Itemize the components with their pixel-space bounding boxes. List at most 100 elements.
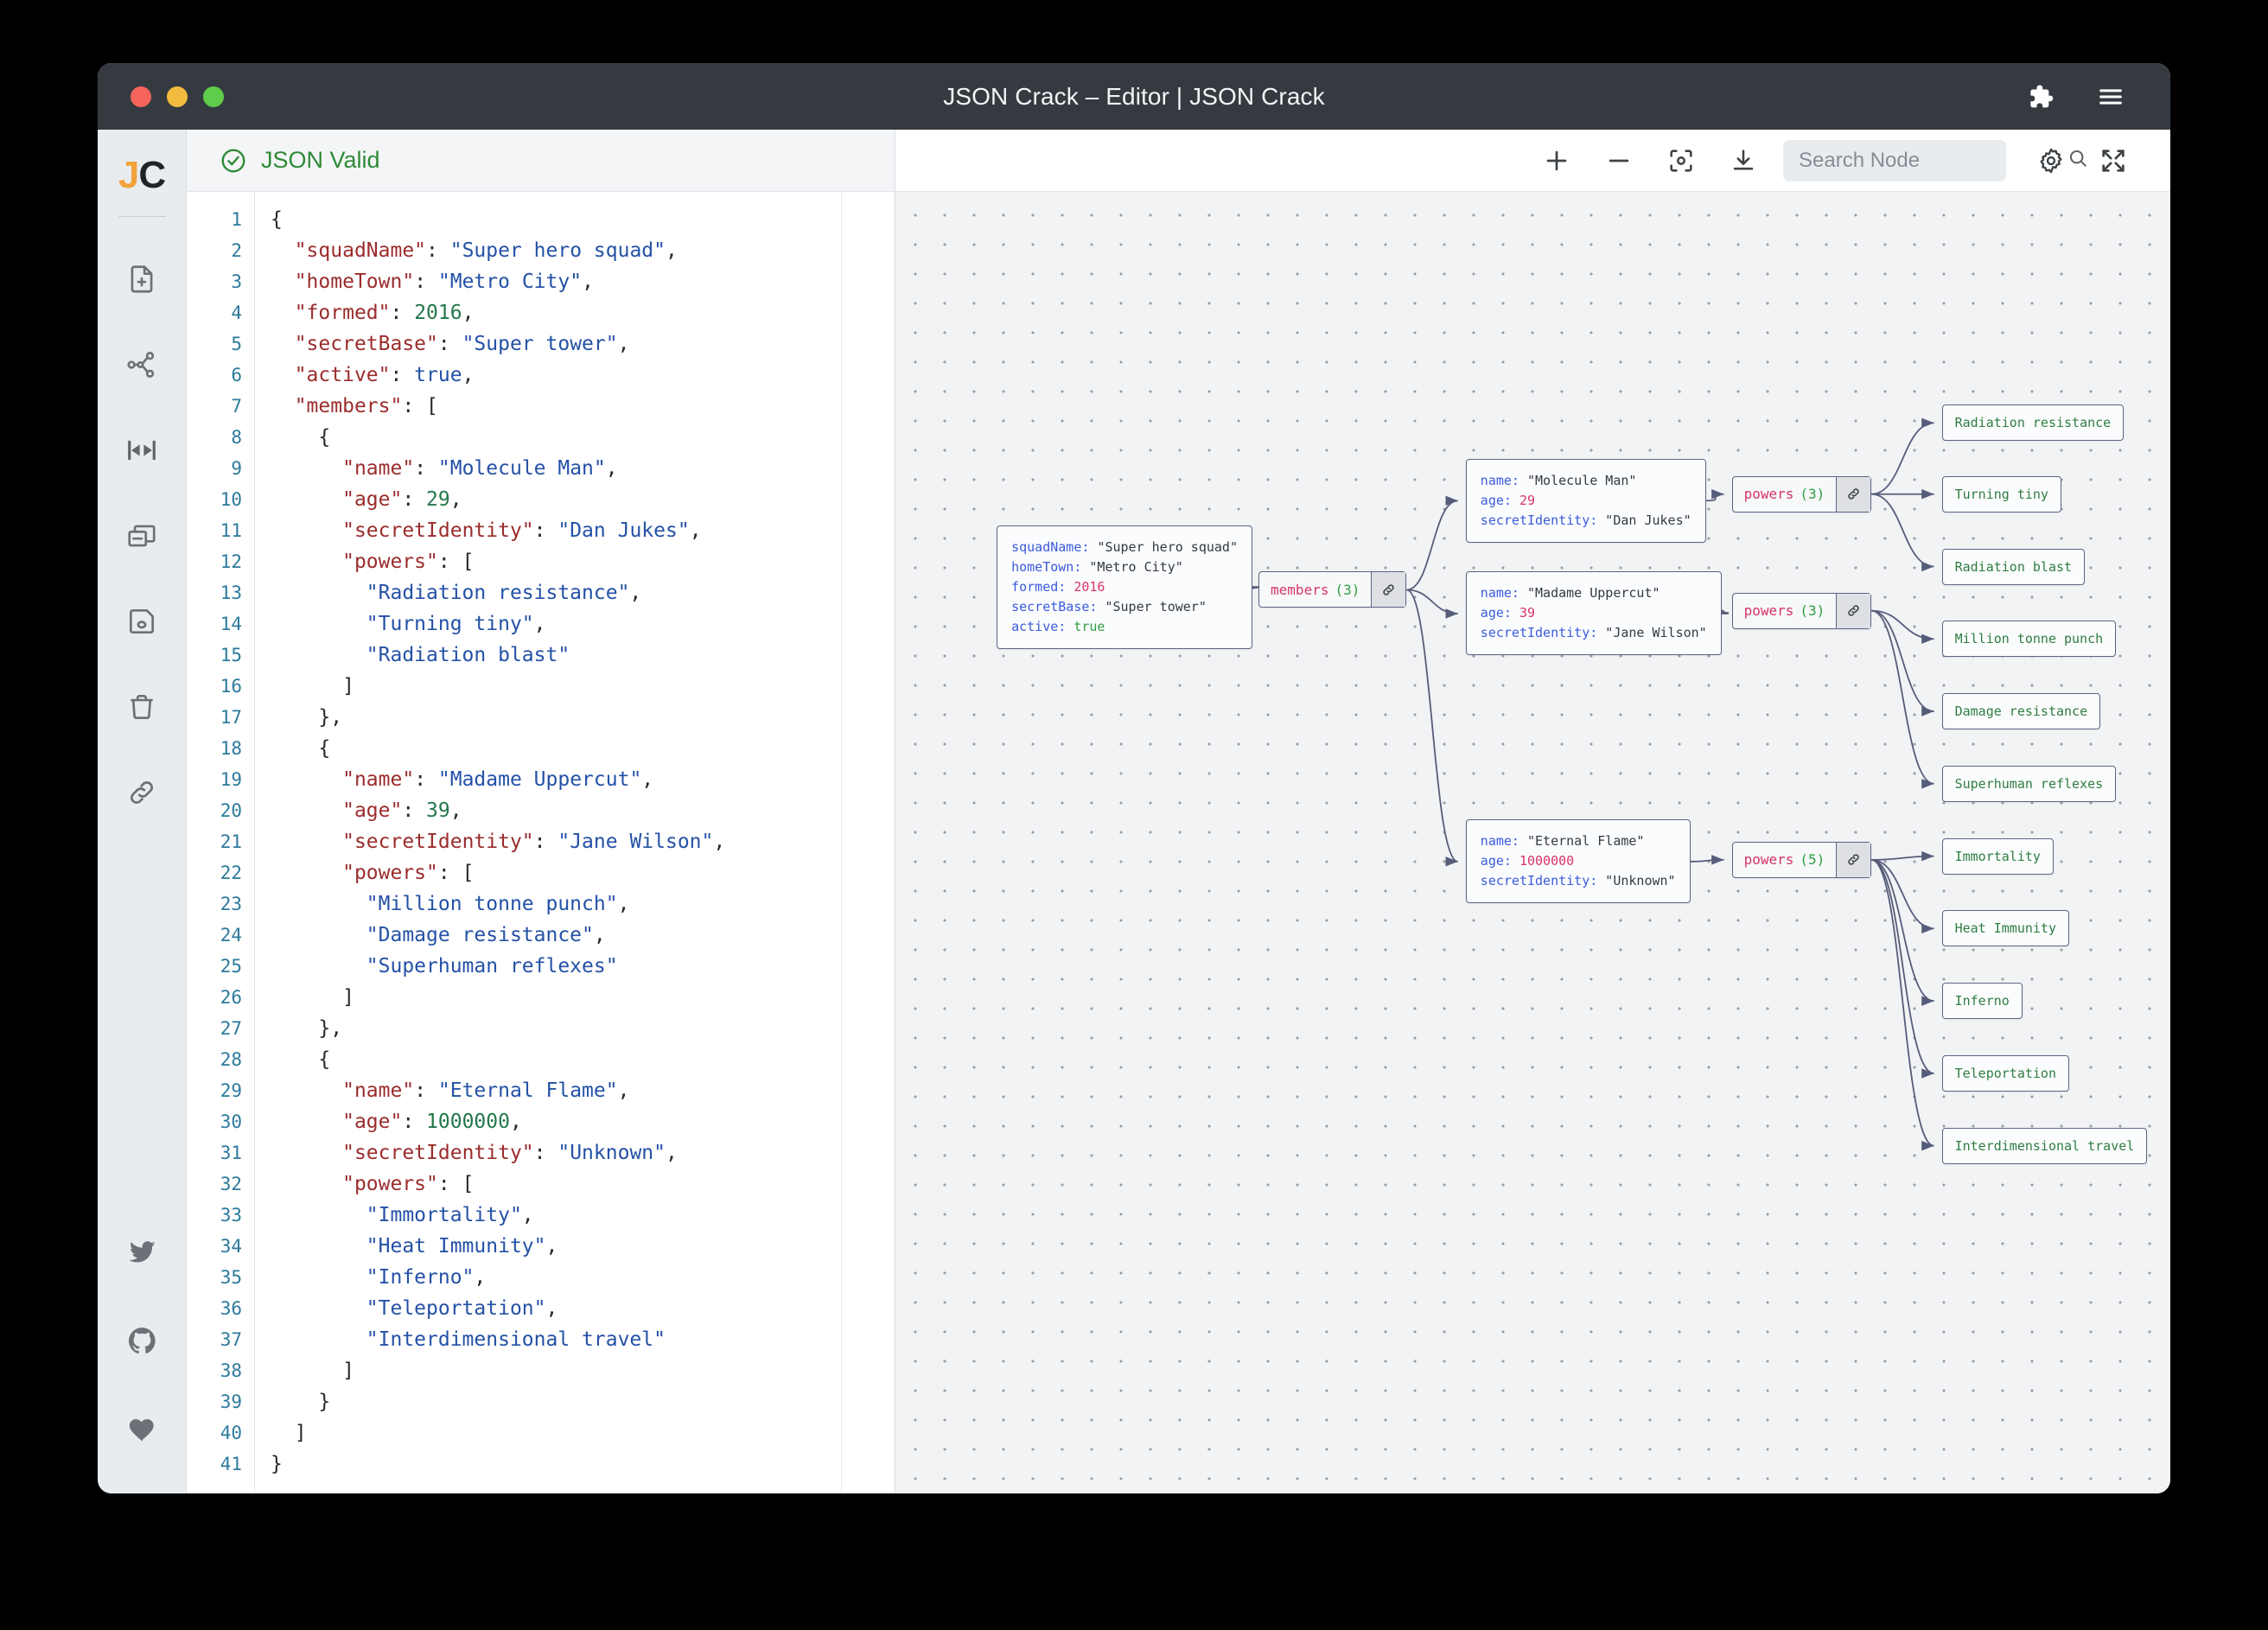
code-token bbox=[271, 1266, 366, 1289]
graph-node-leaf[interactable]: Inferno bbox=[1942, 983, 2023, 1019]
graph-node-object[interactable]: name: "Molecule Man"age: 29secretIdentit… bbox=[1466, 459, 1706, 543]
zoom-in-button[interactable] bbox=[1526, 130, 1588, 192]
graph-node-leaf[interactable]: Interdimensional travel bbox=[1942, 1128, 2148, 1164]
graph-node-object[interactable]: name: "Eternal Flame"age: 1000000secretI… bbox=[1466, 819, 1691, 903]
graph-node-leaf[interactable]: Damage resistance bbox=[1942, 693, 2101, 729]
sidebar-item-share-graph[interactable] bbox=[98, 322, 187, 407]
hamburger-menu-icon[interactable] bbox=[2096, 82, 2125, 111]
code-line: "Teleportation", bbox=[271, 1293, 841, 1324]
graph-edge bbox=[1706, 494, 1724, 501]
search-node-box[interactable] bbox=[1783, 140, 2006, 181]
expand-icon bbox=[2099, 146, 2128, 175]
graph-node-leaf[interactable]: Immortality bbox=[1942, 838, 2054, 875]
graph-node-leaf[interactable]: Million tonne punch bbox=[1942, 621, 2117, 657]
code-token: "Jane Wilson" bbox=[557, 831, 713, 853]
graph-node-leaf[interactable]: Turning tiny bbox=[1942, 476, 2061, 513]
sidebar-item-clear-data[interactable] bbox=[98, 664, 187, 749]
line-number: 22 bbox=[187, 857, 242, 888]
code-line: "Superhuman reflexes" bbox=[271, 951, 841, 982]
trash-icon bbox=[125, 691, 158, 723]
code-token: : bbox=[390, 302, 414, 324]
code-token: { bbox=[271, 208, 283, 231]
code-line: { bbox=[271, 1044, 841, 1075]
maximize-window-button[interactable] bbox=[203, 86, 224, 107]
json-valid-label: JSON Valid bbox=[261, 147, 380, 174]
graph-edge bbox=[1871, 856, 1934, 860]
close-window-button[interactable] bbox=[131, 86, 151, 107]
code-content[interactable]: { "squadName": "Super hero squad", "home… bbox=[255, 192, 841, 1493]
code-editor[interactable]: 1234567891011121314151617181920212223242… bbox=[187, 192, 895, 1493]
code-token: ] bbox=[271, 1359, 354, 1382]
editor-scrollbar[interactable] bbox=[841, 192, 895, 1493]
node-property-row: secretIdentity: "Dan Jukes" bbox=[1481, 511, 1691, 531]
sidebar-item-clone-view[interactable] bbox=[98, 493, 187, 578]
graph-node-leaf[interactable]: Radiation resistance bbox=[1942, 404, 2125, 441]
graph-node-leaf[interactable]: Teleportation bbox=[1942, 1055, 2069, 1092]
minimize-window-button[interactable] bbox=[167, 86, 188, 107]
code-token: "powers" bbox=[342, 551, 438, 573]
node-key: name: bbox=[1481, 585, 1527, 601]
app-logo[interactable]: JC bbox=[118, 154, 165, 197]
code-line: "squadName": "Super hero squad", bbox=[271, 235, 841, 266]
node-expand-handle[interactable] bbox=[1371, 572, 1405, 607]
download-button[interactable] bbox=[1712, 130, 1774, 192]
code-token bbox=[271, 582, 366, 604]
code-token: "Super hero squad" bbox=[450, 239, 666, 262]
node-expand-handle[interactable] bbox=[1836, 843, 1870, 877]
sidebar-item-fit-width[interactable] bbox=[98, 407, 187, 493]
sidebar-item-sponsor[interactable] bbox=[98, 1385, 187, 1474]
settings-button[interactable] bbox=[2020, 130, 2082, 192]
code-token: , bbox=[690, 519, 702, 542]
node-expand-handle[interactable] bbox=[1836, 594, 1870, 628]
node-parent-label: powers(3) bbox=[1733, 594, 1837, 628]
code-token: , bbox=[594, 924, 606, 946]
code-token: "secretIdentity" bbox=[342, 1142, 534, 1164]
code-token bbox=[271, 1079, 342, 1102]
code-token: "Teleportation" bbox=[366, 1297, 546, 1320]
center-view-button[interactable] bbox=[1650, 130, 1712, 192]
code-token: : bbox=[390, 364, 414, 386]
json-editor-pane: JSON Valid 12345678910111213141516171819… bbox=[187, 130, 895, 1493]
graph-node-object[interactable]: name: "Madame Uppercut"age: 39secretIden… bbox=[1466, 571, 1722, 655]
zoom-out-button[interactable] bbox=[1588, 130, 1650, 192]
graph-node-parent[interactable]: powers(3) bbox=[1732, 593, 1872, 629]
node-key: formed: bbox=[1011, 579, 1073, 595]
sidebar-item-save-file[interactable] bbox=[98, 578, 187, 664]
download-icon bbox=[1729, 146, 1758, 175]
graph-node-object[interactable]: squadName: "Super hero squad"homeTown: "… bbox=[997, 525, 1252, 649]
graph-node-parent[interactable]: powers(5) bbox=[1732, 842, 1872, 878]
graph-node-leaf[interactable]: Superhuman reflexes bbox=[1942, 766, 2117, 802]
code-token: "Madame Uppercut" bbox=[438, 768, 641, 791]
sidebar-item-github[interactable] bbox=[98, 1296, 187, 1385]
code-token: } bbox=[271, 1453, 283, 1475]
graph-node-parent[interactable]: powers(3) bbox=[1732, 476, 1872, 513]
graph-canvas[interactable]: squadName: "Super hero squad"homeTown: "… bbox=[895, 192, 2170, 1493]
leaf-label: Heat Immunity bbox=[1955, 920, 2056, 936]
graph-node-leaf[interactable]: Radiation blast bbox=[1942, 549, 2085, 585]
code-token: { bbox=[271, 426, 330, 449]
code-token: , bbox=[666, 1142, 678, 1164]
code-token: "Unknown" bbox=[557, 1142, 666, 1164]
code-token: "members" bbox=[295, 395, 403, 417]
logo-letter-j: J bbox=[118, 154, 138, 196]
leaf-label: Interdimensional travel bbox=[1955, 1138, 2135, 1154]
app-body: JC bbox=[98, 130, 2170, 1493]
code-line: { bbox=[271, 204, 841, 235]
line-number: 41 bbox=[187, 1449, 242, 1480]
node-property-row: secretIdentity: "Jane Wilson" bbox=[1481, 623, 1707, 643]
node-expand-handle[interactable] bbox=[1836, 477, 1870, 512]
node-value: "Super hero squad" bbox=[1097, 539, 1238, 555]
code-token: : bbox=[426, 239, 450, 262]
node-parent-key: powers bbox=[1744, 486, 1794, 502]
puzzle-extension-icon[interactable] bbox=[2025, 82, 2055, 111]
sidebar-item-copy-link[interactable] bbox=[98, 749, 187, 835]
code-token: : bbox=[438, 333, 462, 355]
graph-node-parent[interactable]: members(3) bbox=[1258, 571, 1406, 608]
code-token: , bbox=[522, 1204, 534, 1226]
code-line: }, bbox=[271, 1013, 841, 1044]
fullscreen-button[interactable] bbox=[2082, 130, 2144, 192]
graph-node-leaf[interactable]: Heat Immunity bbox=[1942, 910, 2069, 946]
sidebar-item-new-document[interactable] bbox=[98, 236, 187, 322]
code-token: true bbox=[414, 364, 462, 386]
sidebar-item-twitter[interactable] bbox=[98, 1207, 187, 1296]
